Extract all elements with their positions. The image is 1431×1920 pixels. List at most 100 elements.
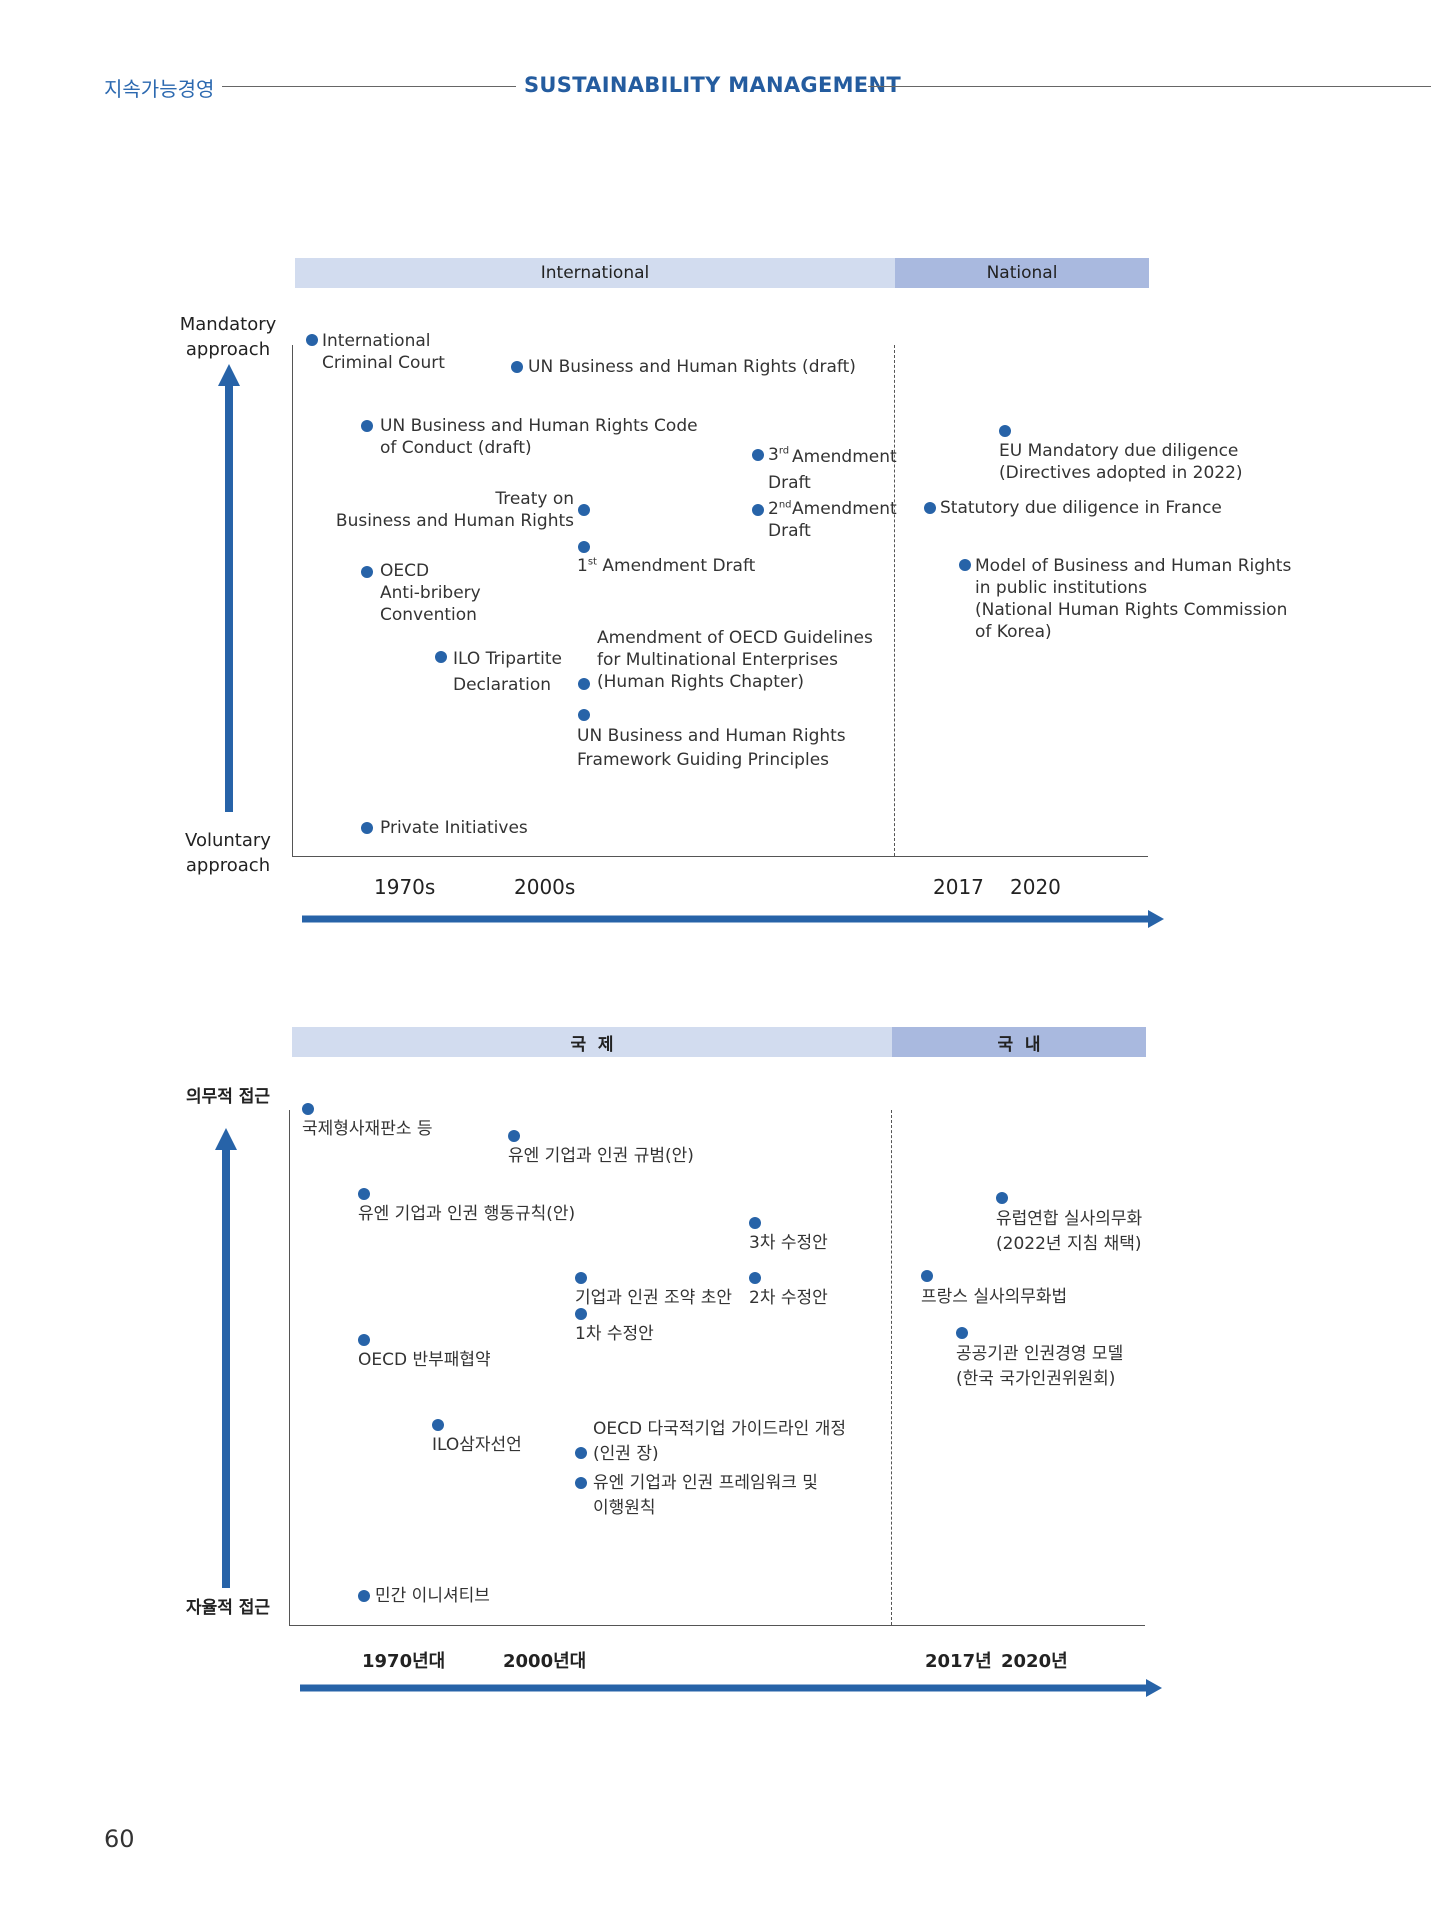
time-arrow	[302, 910, 1164, 928]
band-international-kr: 국 제	[292, 1027, 892, 1057]
dot-un-code-kr	[358, 1188, 370, 1200]
label-third-amendment-sup: rd	[778, 445, 790, 457]
time-arrow-kr	[300, 1679, 1162, 1697]
label-korea-model: Model of Business and Human Rights in pu…	[975, 556, 1292, 642]
label-ilo-kr: ILO삼자선언	[432, 1435, 522, 1455]
dot-private-initiatives	[361, 822, 373, 834]
label-un-code-kr: 유엔 기업과 인권 행동규칙(안)	[358, 1204, 576, 1224]
label-first-amendment: 1st Amendment Draft	[577, 555, 755, 577]
international-national-divider	[894, 345, 895, 856]
dot-treaty-kr	[575, 1272, 587, 1284]
dot-second-amendment	[752, 504, 764, 516]
dot-oecd-antibribery-kr	[358, 1334, 370, 1346]
vertical-arrow	[218, 364, 240, 812]
dot-eu-mandatory	[999, 425, 1011, 437]
x-tick-2017: 2017	[933, 875, 984, 899]
header-rule-right	[868, 86, 1431, 87]
label-second-amendment-num: 2nd	[768, 499, 792, 519]
band-national: National	[895, 258, 1149, 288]
dot-france-kr	[921, 1270, 933, 1282]
dot-icc	[306, 334, 318, 346]
x-tick-2020: 2020	[1010, 875, 1061, 899]
dot-icc-kr	[302, 1103, 314, 1115]
dot-korea-model	[959, 559, 971, 571]
label-oecd-antibribery-kr: OECD 반부패협약	[358, 1350, 491, 1370]
y-label-voluntary: Voluntary approach	[185, 830, 271, 876]
x-tick-1970s-kr: 1970년대	[362, 1651, 446, 1672]
page-number: 60	[104, 1825, 135, 1853]
label-eu-mandatory-kr: 유럽연합 실사의무화 (2022년 지침 채택)	[996, 1209, 1143, 1254]
dot-ungp-kr	[575, 1477, 587, 1489]
label-ilo: ILO Tripartite Declaration	[453, 649, 562, 695]
dot-third-amendment	[752, 449, 764, 461]
timeline-diagram-kr: 국 제 국 내 의무적 접근 자율적 접근 1970년대 2000년대 2017…	[0, 770, 1431, 1697]
dot-oecd-antibribery	[361, 566, 373, 578]
x-tick-2000s: 2000s	[514, 875, 576, 899]
dot-second-amendment-kr	[749, 1272, 761, 1284]
band-national-kr: 국 내	[892, 1027, 1146, 1057]
dot-ilo	[435, 651, 447, 663]
label-third-amendment-num: 3rd	[768, 445, 790, 465]
label-un-bhr-draft-kr: 유엔 기업과 인권 규범(안)	[508, 1146, 694, 1166]
dot-oecd-guidelines-kr	[575, 1447, 587, 1459]
timeline-diagram-en: International National Mandatory approac…	[0, 0, 1431, 928]
label-first-amendment-kr: 1차 수정안	[575, 1324, 654, 1344]
x-axis-line-kr	[289, 1625, 1145, 1626]
label-first-amendment-num: 1	[577, 556, 588, 576]
dot-france	[924, 502, 936, 514]
label-second-amendment-kr: 2차 수정안	[749, 1288, 828, 1308]
y-axis-line-kr	[289, 1110, 290, 1625]
dot-un-bhr-draft-kr	[508, 1130, 520, 1142]
dot-first-amendment-kr	[575, 1308, 587, 1320]
dot-un-code	[361, 420, 373, 432]
label-ungp-kr: 유엔 기업과 인권 프레임워크 및 이행원칙	[593, 1473, 818, 1518]
label-oecd-guidelines-kr: OECD 다국적기업 가이드라인 개정 (인권 장)	[593, 1419, 846, 1464]
x-tick-2017-kr: 2017년	[925, 1651, 992, 1672]
x-tick-2020-kr: 2020년	[1001, 1651, 1068, 1672]
dot-un-bhr-draft	[511, 361, 523, 373]
label-ungp: UN Business and Human Rights Framework G…	[577, 726, 846, 770]
dot-private-initiatives-kr	[358, 1590, 370, 1602]
label-oecd-guidelines: Amendment of OECD Guidelines for Multina…	[597, 628, 873, 692]
label-oecd-antibribery: OECD Anti-bribery Convention	[380, 561, 481, 625]
label-un-bhr-draft: UN Business and Human Rights (draft)	[528, 357, 856, 377]
label-private-initiatives: Private Initiatives	[380, 818, 528, 838]
label-third-amendment-kr: 3차 수정안	[749, 1233, 828, 1253]
label-france: Statutory due diligence in France	[940, 498, 1222, 518]
section-label: 지속가능경영	[104, 77, 215, 101]
x-tick-2000s-kr: 2000년대	[503, 1651, 587, 1672]
dot-third-amendment-kr	[749, 1217, 761, 1229]
dot-ilo-kr	[432, 1419, 444, 1431]
label-third-amendment: Amendment Draft	[768, 447, 897, 493]
dot-korea-model-kr	[956, 1327, 968, 1339]
label-second-amendment: Amendment Draft	[768, 499, 897, 541]
label-korea-model-kr: 공공기관 인권경영 모델 (한국 국가인권위원회)	[956, 1344, 1124, 1389]
label-treaty: Treaty on Business and Human Rights	[335, 489, 574, 531]
label-icc-kr: 국제형사재판소 등	[302, 1119, 433, 1139]
page-header-title: SUSTAINABILITY MANAGEMENT	[524, 73, 901, 97]
label-first-amendment-sup: st	[587, 556, 597, 568]
y-label-mandatory: Mandatory approach	[179, 314, 277, 360]
header-rule-left	[222, 86, 516, 87]
label-treaty-kr: 기업과 인권 조약 초안	[575, 1288, 732, 1308]
label-eu-mandatory: EU Mandatory due diligence (Directives a…	[999, 441, 1243, 483]
label-icc: International Criminal Court	[322, 331, 445, 373]
dot-treaty	[578, 504, 590, 516]
dot-oecd-guidelines	[578, 678, 590, 690]
label-un-code: UN Business and Human Rights Code of Con…	[380, 416, 698, 458]
label-first-amendment-text: Amendment Draft	[602, 556, 756, 576]
y-axis-line	[292, 345, 293, 857]
y-label-mandatory-kr: 의무적 접근	[185, 1087, 271, 1107]
label-france-kr: 프랑스 실사의무화법	[921, 1287, 1068, 1307]
dot-eu-mandatory-kr	[996, 1192, 1008, 1204]
label-second-amendment-sup: nd	[778, 499, 792, 511]
x-tick-1970s: 1970s	[374, 875, 436, 899]
dot-ungp	[578, 709, 590, 721]
international-national-divider-kr	[891, 1110, 892, 1625]
y-label-voluntary-kr: 자율적 접근	[185, 1598, 271, 1618]
band-international: International	[295, 258, 895, 288]
dot-first-amendment	[578, 541, 590, 553]
x-axis-line	[292, 856, 1148, 857]
vertical-arrow-kr	[215, 1128, 237, 1588]
label-private-initiatives-kr: 민간 이니셔티브	[375, 1586, 490, 1606]
